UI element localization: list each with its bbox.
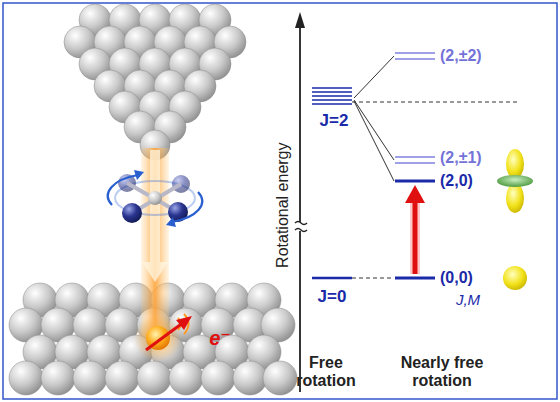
splitting-lines xyxy=(354,56,394,181)
molecule xyxy=(108,170,202,227)
frame xyxy=(3,3,557,399)
column-label: Free rotation xyxy=(288,354,364,391)
spin-arrowhead xyxy=(176,316,192,330)
excitation-arrow xyxy=(413,200,418,274)
axis-title: Rotational energy xyxy=(274,142,292,267)
state-label: (2,0) xyxy=(440,172,473,190)
state-label: (2,±1) xyxy=(440,149,482,167)
dz2-orbital xyxy=(497,149,533,213)
state-label: (2,±2) xyxy=(440,47,482,65)
excitation-arrowhead xyxy=(405,185,425,203)
quantum-numbers: J,M xyxy=(456,291,480,308)
state-label: (0,0) xyxy=(440,269,473,287)
spin-arrow xyxy=(146,322,184,350)
level-label: J=2 xyxy=(320,111,349,131)
stm-tip xyxy=(64,4,246,160)
column-label: Nearly free rotation xyxy=(390,354,494,391)
dashed-guides xyxy=(352,102,520,278)
s-orbital xyxy=(503,266,527,290)
arrow-glow xyxy=(410,200,420,274)
axis-arrowhead xyxy=(295,12,305,28)
level-label: J=0 xyxy=(318,287,347,307)
free-levels xyxy=(312,88,352,278)
energy-axis xyxy=(299,26,301,392)
electron-label: e⁻ xyxy=(209,327,231,350)
axis-break xyxy=(295,222,307,232)
split-levels xyxy=(395,53,435,278)
axis-break-gap xyxy=(295,222,307,231)
electron-glow xyxy=(134,314,182,362)
tunneling-beam xyxy=(141,148,169,338)
